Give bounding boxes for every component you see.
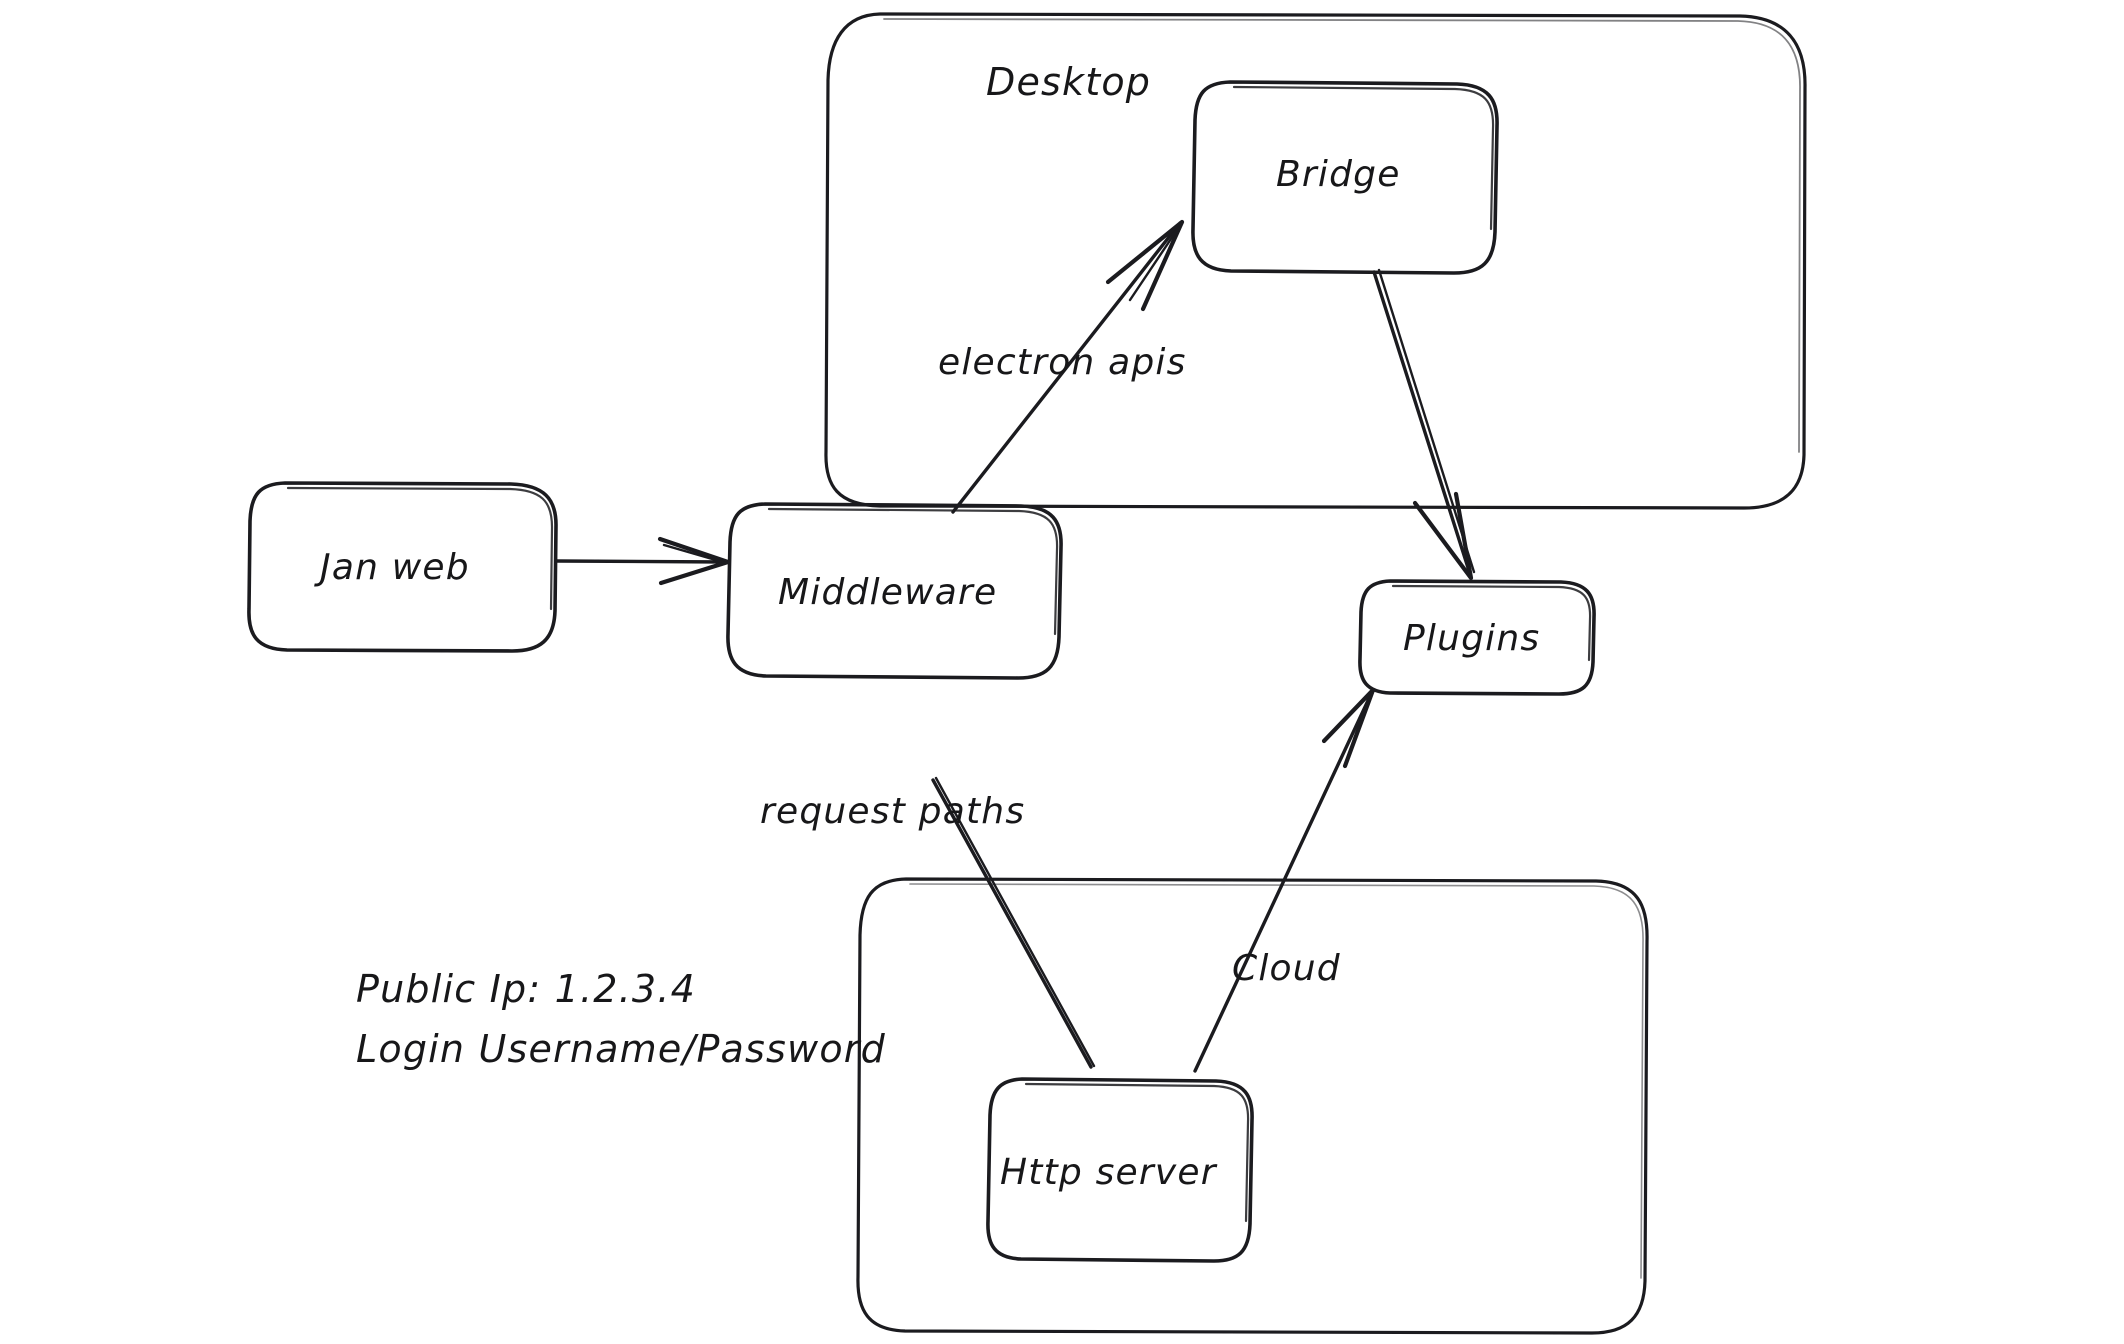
edge-line-middleware-httpserver-second <box>934 776 1096 1068</box>
node-label-jan-web: Jan web <box>314 547 470 588</box>
node-label-http-server: Http server <box>1000 1152 1218 1193</box>
note-public-ip: Public Ip: 1.2.3.4 <box>356 967 696 1011</box>
edge-line-bridge-plugins <box>1372 270 1472 576</box>
node-plugins[interactable]: Plugins <box>1358 579 1596 696</box>
http-server-box <box>986 1077 1254 1263</box>
middleware-box-second <box>767 507 1059 636</box>
node-label-middleware: Middleware <box>778 572 997 613</box>
notes-block: Public Ip: 1.2.3.4 Login Username/Passwo… <box>356 967 886 1071</box>
node-bridge[interactable]: Bridge <box>1191 80 1499 275</box>
node-label-bridge: Bridge <box>1276 154 1401 195</box>
arrowhead-httpserver-plugins-extra <box>1352 690 1374 741</box>
http-server-box-second <box>1024 1082 1250 1223</box>
edge-line-middleware-httpserver <box>931 778 1093 1069</box>
jan-web-box <box>247 481 558 653</box>
arrowhead-middleware-bridge-extra <box>1128 222 1183 302</box>
desktop-container-outline-second <box>883 18 1801 453</box>
jan-web-box-second <box>286 486 554 611</box>
plugins-box-second <box>1391 584 1592 662</box>
node-middleware[interactable]: Middleware <box>726 502 1063 680</box>
arrowhead-httpserver-plugins <box>1321 687 1376 769</box>
note-login: Login Username/Password <box>356 1027 886 1071</box>
node-jan-web[interactable]: Jan web <box>247 481 558 653</box>
edge-label-request-paths: request paths <box>760 791 1025 832</box>
node-label-plugins: Plugins <box>1403 618 1540 659</box>
edge-line-httpserver-plugins <box>1193 690 1374 1073</box>
edge-bridge-to-plugins[interactable] <box>1372 268 1476 581</box>
bridge-box-second <box>1232 85 1495 231</box>
edge-line-middleware-bridge <box>951 221 1182 514</box>
arrowhead-bridge-plugins <box>1412 491 1474 581</box>
cloud-container-outline-second <box>909 883 1644 1279</box>
edge-label-cloud: Cloud <box>1232 948 1341 989</box>
edge-line-bridge-plugins-second <box>1377 268 1476 574</box>
edge-line-janweb-middleware <box>554 559 729 564</box>
plugins-box <box>1358 579 1596 696</box>
arrowhead-middleware-bridge <box>1105 219 1185 312</box>
bridge-box <box>1191 80 1499 275</box>
middleware-box <box>726 502 1063 680</box>
desktop-container-outline <box>824 12 1807 510</box>
edge-middleware-to-httpserver[interactable]: request paths <box>760 776 1096 1069</box>
group-desktop[interactable]: Desktop <box>824 12 1807 510</box>
group-label-desktop: Desktop <box>986 60 1151 104</box>
arrowhead-janweb-middleware-extra <box>662 543 728 565</box>
edge-label-electron-apis: electron apis <box>938 342 1187 383</box>
cloud-container-outline <box>856 877 1649 1335</box>
edge-janweb-to-middleware[interactable] <box>554 536 731 586</box>
edge-middleware-to-bridge[interactable]: electron apis <box>938 219 1187 514</box>
node-http-server[interactable]: Http server <box>986 1077 1254 1263</box>
group-cloud[interactable] <box>856 877 1649 1335</box>
